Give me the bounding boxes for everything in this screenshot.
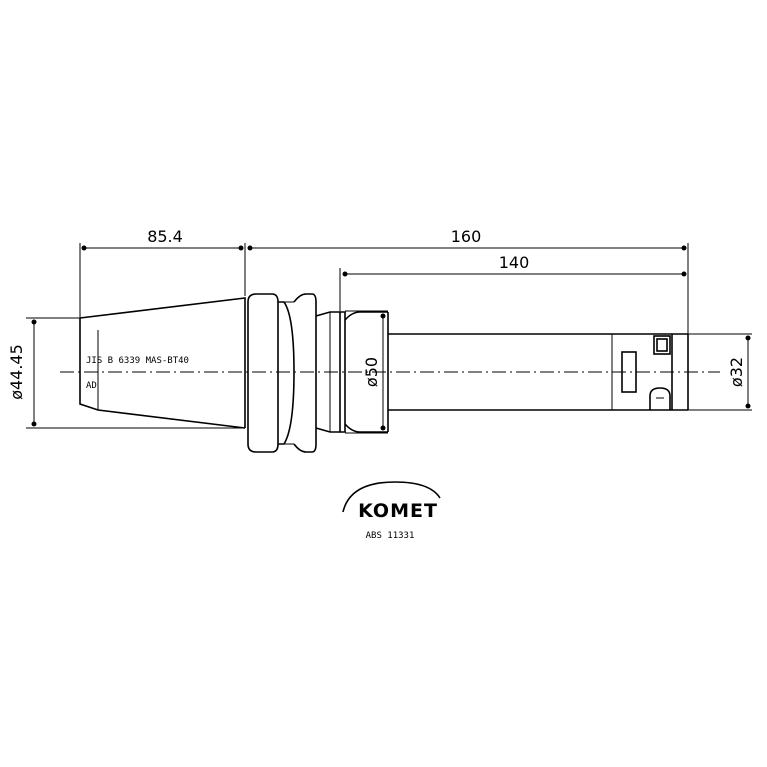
taper-code-label: AD	[86, 381, 97, 391]
part-number: ABS 11331	[366, 531, 415, 541]
dim-taper-length-text: 85.4	[147, 227, 183, 246]
dim-overall-length: 160	[247, 227, 689, 334]
dim-shank-length-text: 140	[499, 253, 530, 272]
dim-shank-length: 140	[339, 253, 687, 311]
logo-brand: KOMET	[358, 500, 438, 522]
dim-taper-diameter: ø44.45	[7, 317, 245, 429]
dim-collar-diameter-text: ø50	[362, 357, 381, 387]
komet-logo: KOMET ABS 11331	[342, 481, 441, 541]
dim-bore-diameter-text: ø32	[727, 357, 746, 387]
dim-taper-length: 85.4	[79, 227, 246, 318]
dim-taper-diameter-text: ø44.45	[7, 344, 26, 400]
standard-label: JIS B 6339 MAS-BT40	[86, 356, 189, 366]
dim-overall-length-text: 160	[451, 227, 482, 246]
dim-bore-diameter: ø32	[688, 333, 752, 411]
